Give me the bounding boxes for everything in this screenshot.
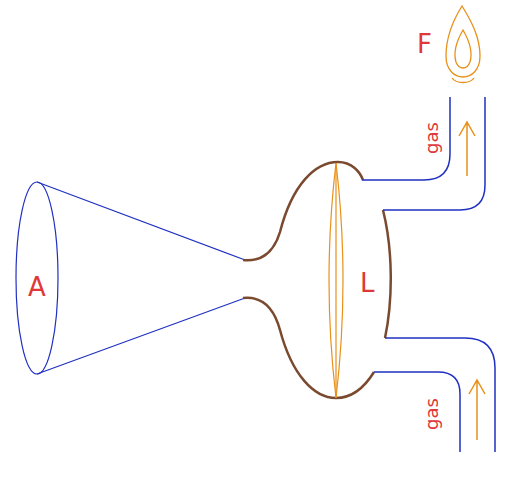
gas-pipe — [362, 97, 495, 452]
flow-label: gas — [423, 122, 441, 154]
flame — [446, 6, 480, 83]
horn-side — [37, 182, 245, 260]
horn-mouth — [16, 182, 58, 374]
flow-arrow — [459, 122, 485, 440]
part-letter: A — [28, 274, 46, 300]
part-letter: F — [417, 31, 432, 57]
flow-label: gas — [423, 398, 441, 430]
horn-side — [37, 298, 245, 374]
part-letter: L — [360, 270, 375, 296]
membrane — [329, 163, 343, 398]
capsule-wall — [243, 162, 391, 398]
